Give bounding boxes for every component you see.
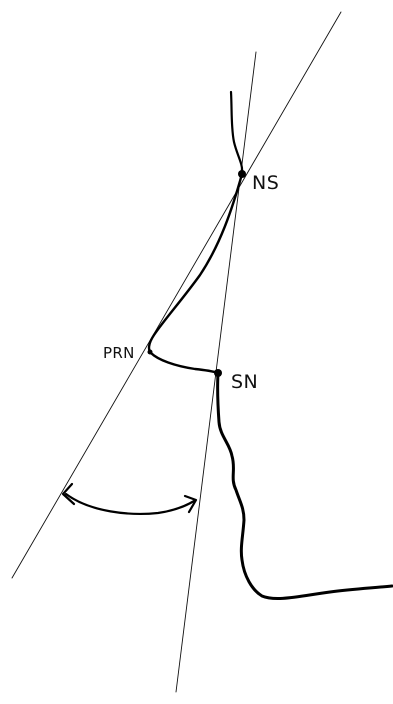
- nasion-point: [238, 170, 246, 178]
- subnasale-label: SN: [231, 371, 258, 393]
- nasion-label: NS: [252, 172, 279, 194]
- angle-arc-right-arrowhead-icon: [183, 494, 198, 514]
- pronasale-point: [147, 349, 153, 355]
- lower-face-profile-curve: [216, 371, 393, 601]
- columella-curve: [149, 351, 220, 375]
- forehead-profile-curve: [229, 90, 244, 174]
- ns-prn-reference-line: [11, 11, 342, 579]
- angle-arc-left-arrowhead-icon: [61, 482, 76, 506]
- angle-measurement-arc: [64, 492, 196, 516]
- subnasale-point: [214, 369, 222, 377]
- nasal-dorsum-curve: [147, 172, 244, 355]
- pronasale-label: PRN: [103, 344, 135, 362]
